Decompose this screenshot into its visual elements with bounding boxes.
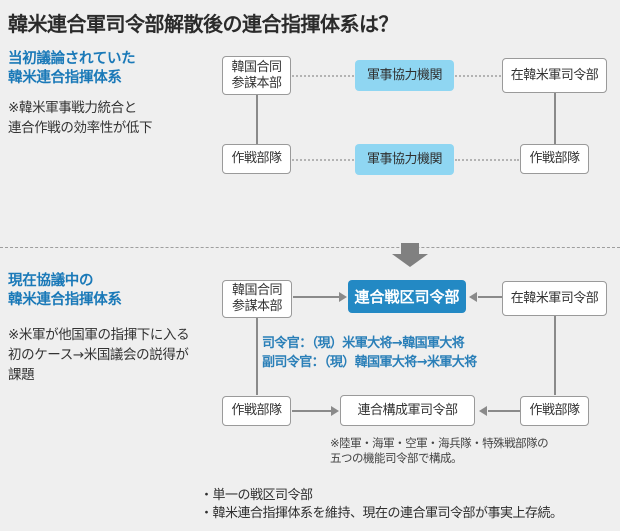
summary-bullets: ・単一の戦区司令部 ・韓米連合指揮体系を維持、現在の連合軍司令部が事実上存続。 xyxy=(200,488,563,521)
past-dotline-right-top xyxy=(455,75,501,77)
current-section-heading: 現在協議中の 韓米連合指揮体系 xyxy=(8,273,122,308)
past-vline-right xyxy=(554,93,556,144)
past-vline-left xyxy=(256,95,258,144)
past-box-rok-jcs: 韓国合同 参謀本部 xyxy=(222,56,291,95)
past-dotline-right-bottom xyxy=(455,159,519,161)
section-divider xyxy=(0,247,620,248)
past-box-ops-unit-right: 作戦部隊 xyxy=(520,144,589,174)
past-section-note: ※韓米軍事戦力統合と 連合作戦の効率性が低下 xyxy=(8,100,153,136)
past-dotline-left-top xyxy=(292,75,354,77)
past-box-military-cooperation-top: 軍事協力機関 xyxy=(355,60,454,91)
current-box-combined-component-command: 連合構成軍司令部 xyxy=(340,395,475,426)
current-box-combined-theater-command: 連合戦区司令部 xyxy=(348,280,466,313)
current-box-usfk: 在韓米軍司令部 xyxy=(502,281,607,316)
current-section-note: ※米軍が他国軍の指揮下に入る 初のケース→米国議会の説得が 課題 xyxy=(8,327,190,383)
past-box-military-cooperation-bottom: 軍事協力機関 xyxy=(355,144,454,175)
current-arrow-line-right-bottom xyxy=(488,410,520,412)
past-box-ops-unit-left: 作戦部隊 xyxy=(222,144,291,174)
current-arrow-line-left-bottom xyxy=(292,410,332,412)
current-arrowhead-left-top xyxy=(339,292,347,302)
current-vline-left xyxy=(256,318,258,395)
current-arrowhead-left-bottom xyxy=(331,406,339,416)
current-arrow-line-left-top xyxy=(293,296,340,298)
current-vline-right xyxy=(554,316,556,395)
current-footnote: ※陸軍・海軍・空軍・海兵隊・特殊戦部隊の 五つの機能司令部で構成。 xyxy=(330,436,549,465)
past-box-usfk: 在韓米軍司令部 xyxy=(502,58,607,93)
past-section-heading: 当初議論されていた 韓米連合指揮体系 xyxy=(8,51,136,86)
current-arrow-line-right-top xyxy=(478,296,502,298)
current-box-ops-unit-right: 作戦部隊 xyxy=(520,396,589,426)
current-command-roles: 司令官：（現）米軍大将→韓国軍大将 副司令官：（現）韓国軍大将→米軍大将 xyxy=(262,336,477,370)
current-arrowhead-right-top xyxy=(469,292,477,302)
past-dotline-left-bottom xyxy=(292,159,354,161)
current-arrowhead-right-bottom xyxy=(479,406,487,416)
current-box-ops-unit-left: 作戦部隊 xyxy=(222,396,291,426)
current-box-rok-jcs: 韓国合同 参謀本部 xyxy=(222,280,292,318)
page-title: 韓米連合軍司令部解散後の連合指揮体系は？ xyxy=(8,12,399,36)
